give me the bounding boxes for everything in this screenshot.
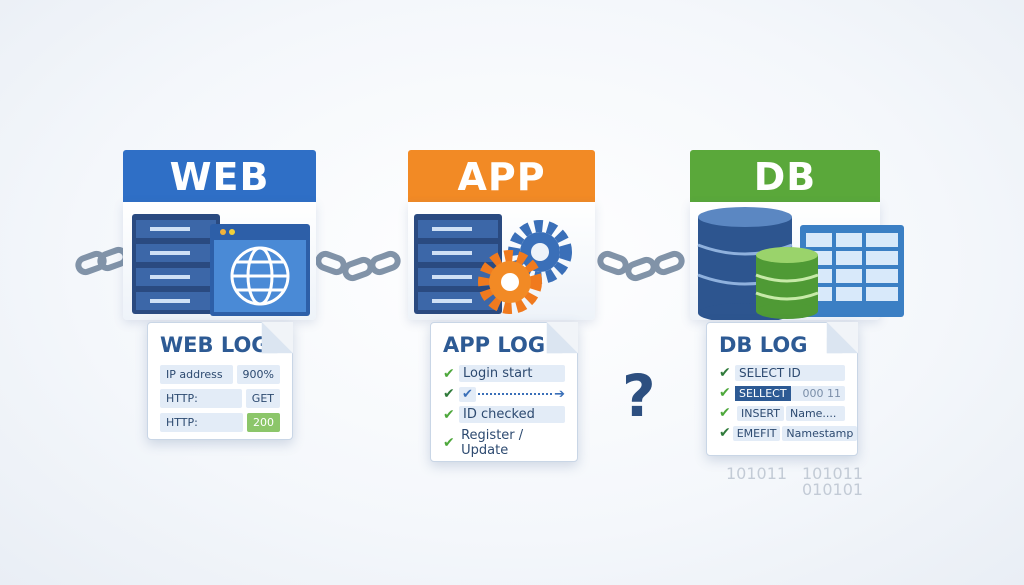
app-log-card: APP LOG ✔Login start ✔✔➔ ✔ID checked ✔Re…: [430, 322, 578, 462]
check-icon: ✔: [443, 435, 455, 451]
log-label: HTTP:: [160, 389, 242, 408]
log-row: ✔✔ ➔: [443, 386, 565, 402]
check-icon: ✔: [719, 425, 731, 441]
chain-icon: [597, 250, 685, 282]
db-tier-header: DB: [690, 150, 880, 202]
orange-gear-icon: [478, 250, 542, 314]
status-badge: 200: [247, 413, 280, 432]
log-label: IP address: [160, 365, 233, 384]
log-value: 000 11: [790, 385, 845, 401]
db-log-title: DB LOG: [719, 333, 808, 357]
log-text: Login start: [459, 365, 565, 382]
binary-text: 101011: [802, 464, 864, 483]
log-value: 900%: [236, 365, 280, 384]
arrow-icon: ➔: [554, 386, 565, 402]
chain-icon: [75, 246, 129, 276]
log-value: Namestamp: [782, 425, 858, 441]
app-server-icon: [414, 214, 572, 314]
database-icon: [697, 207, 904, 320]
check-icon: ✔: [443, 406, 455, 423]
table-grid-icon: [806, 233, 898, 301]
chain-icon: [315, 250, 401, 282]
check-icon: ✔: [719, 405, 731, 421]
log-row: ✔SELECT ID: [719, 365, 845, 381]
app-tier-header: APP: [408, 150, 595, 202]
log-text: SELLECT: [735, 385, 791, 401]
log-text: SELECT ID: [735, 365, 845, 381]
log-value: GET: [245, 389, 280, 408]
log-text: Register / Update: [461, 428, 524, 458]
log-row: ✔Login start: [443, 365, 565, 382]
log-label: HTTP:: [160, 413, 243, 432]
log-text: EMEFIT: [732, 425, 781, 441]
binary-text: 101011: [726, 464, 788, 483]
web-log-title: WEB LOG: [160, 333, 269, 357]
check-icon: ✔: [443, 365, 455, 382]
checkbox-icon: ✔: [459, 386, 476, 402]
web-server-icon: [132, 214, 310, 316]
check-icon: ✔: [443, 386, 455, 402]
check-icon: ✔: [719, 385, 731, 401]
web-tier-header: WEB: [123, 150, 316, 202]
log-row: ✔ID checked: [443, 406, 565, 423]
log-row: HTTP:GET: [160, 389, 280, 408]
binary-text: 010101: [802, 480, 864, 499]
app-log-title: APP LOG: [443, 333, 546, 357]
check-icon: ✔: [719, 365, 731, 381]
log-row: ✔ Register / Update: [443, 427, 565, 459]
log-text: INSERT: [737, 405, 784, 421]
arrow-line: [477, 393, 553, 395]
question-mark: ?: [622, 362, 656, 430]
log-text: ID checked: [459, 406, 565, 423]
log-row: HTTP:200: [160, 413, 280, 432]
log-value: Name....: [785, 405, 845, 421]
globe-icon: [230, 246, 290, 306]
